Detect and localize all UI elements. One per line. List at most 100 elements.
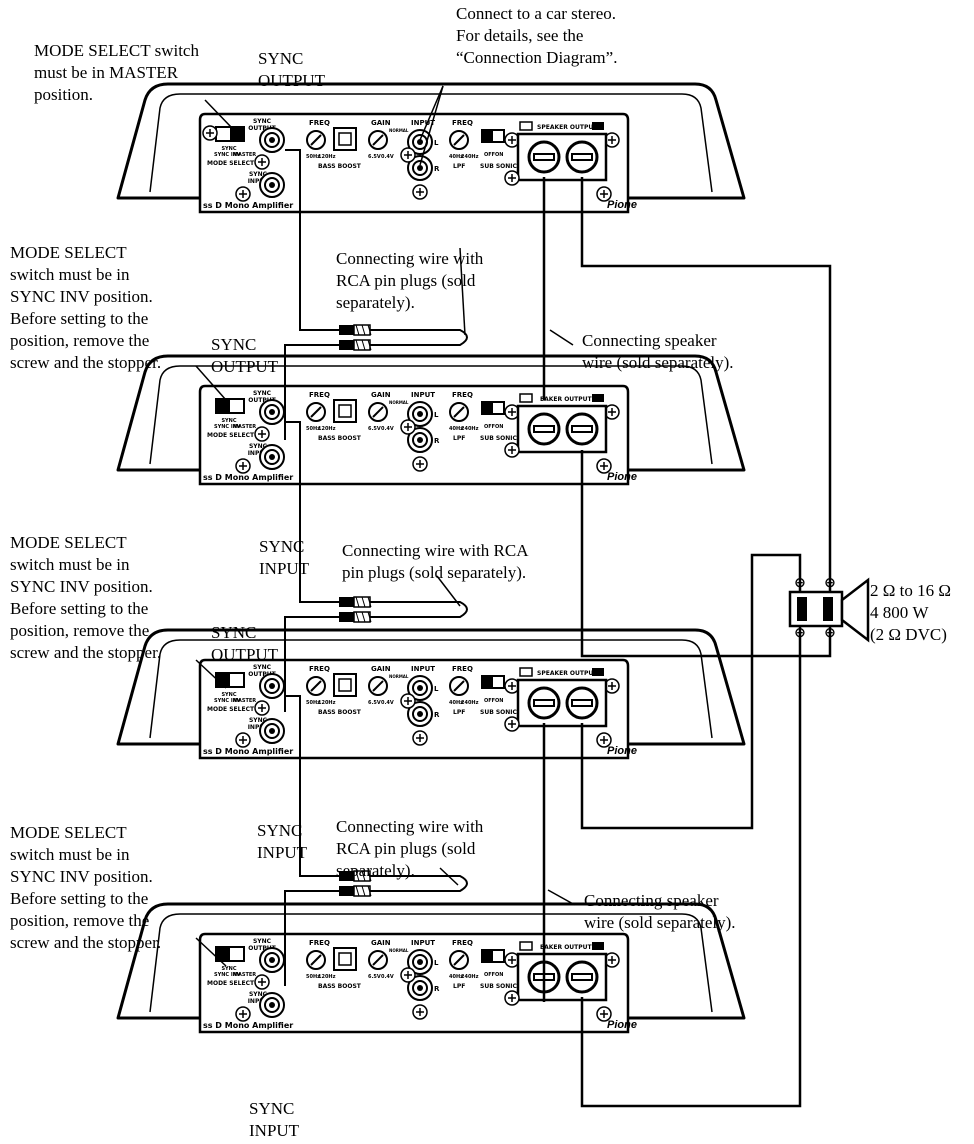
speaker-coil-a bbox=[797, 597, 807, 621]
lpf-freq-label: FREQ bbox=[452, 665, 473, 673]
mode-select-label: MODE SELECT bbox=[207, 432, 255, 439]
bass-boost-selector bbox=[333, 399, 357, 423]
bass-50hz-label: 50Hz bbox=[306, 426, 320, 432]
bass-boost-label: BASS BOOST bbox=[318, 163, 362, 170]
inv-2-leader bbox=[195, 659, 227, 689]
speaker-terminal-plus-1: ⊕ bbox=[824, 575, 836, 591]
note-connect-stereo: Connect to a car stereo. For details, se… bbox=[456, 4, 618, 67]
gain-min-label: 6.5V bbox=[368, 974, 381, 980]
input-l-jack-pin bbox=[417, 139, 423, 145]
model-label: ss D Mono Amplifier bbox=[203, 1021, 293, 1030]
rca-cable-2-plug-b-grip bbox=[355, 611, 372, 623]
bass-freq-label: FREQ bbox=[309, 391, 330, 399]
sync-output-jack-pin bbox=[269, 683, 275, 689]
speaker-minus-mark bbox=[519, 667, 533, 677]
sync-output-jack-ring bbox=[264, 404, 280, 420]
speaker-terminal-minus-3: ⊖ bbox=[824, 625, 836, 641]
speaker-plus-mark bbox=[592, 942, 604, 950]
model-label: ss D Mono Amplifier bbox=[203, 201, 293, 210]
speaker-terminal-minus-slot bbox=[533, 153, 555, 161]
sub-sonic-slider bbox=[482, 402, 493, 414]
sync-output-jack-pin bbox=[269, 409, 275, 415]
rca-2-leader bbox=[436, 575, 461, 607]
rca-cable-3-bottom bbox=[284, 890, 340, 986]
speaker-minus-mark bbox=[519, 941, 533, 951]
speaker-minus-mark bbox=[519, 393, 533, 403]
note-sync-input-4: SYNC INPUT bbox=[249, 1099, 300, 1140]
sync-input-jack-pin bbox=[269, 182, 275, 188]
input-r-jack-pin bbox=[417, 437, 423, 443]
sync-output-jack-ring bbox=[264, 132, 280, 148]
lpf-label: LPF bbox=[453, 709, 465, 716]
input-r-label: R bbox=[434, 165, 440, 173]
lpf-40hz-label: 40Hz bbox=[449, 154, 463, 160]
rca-cable-1-plug-a-grip bbox=[355, 324, 372, 336]
mode-sync-label: SYNC bbox=[221, 418, 236, 424]
speaker-wire-amp2-plus bbox=[580, 450, 832, 658]
rca-cable-2-loop bbox=[370, 601, 468, 618]
bass-freq-label: FREQ bbox=[309, 119, 330, 127]
speaker-plus-mark bbox=[592, 122, 604, 130]
bass-120hz-label: 120Hz bbox=[318, 700, 336, 706]
mode-sync-label: SYNC bbox=[221, 146, 236, 152]
gain-min-label: 6.5V bbox=[368, 426, 381, 432]
bass-boost-selector-inner bbox=[338, 404, 352, 418]
speaker-output-label: EAKER OUTPUT bbox=[540, 944, 593, 951]
sub-sonic-label: SUB SONIC bbox=[480, 435, 518, 442]
input-r-jack-ring bbox=[412, 980, 428, 996]
gain-knob-pointer bbox=[372, 680, 384, 692]
bass-120hz-label: 120Hz bbox=[318, 974, 336, 980]
speaker-output-label: SPEAKER OUTPUT bbox=[537, 670, 598, 677]
sub-sonic-off-label: OFF bbox=[484, 698, 495, 704]
gain-normal-label: NORMAL bbox=[389, 674, 409, 679]
bass-freq-knob-pointer bbox=[310, 406, 322, 418]
sub-sonic-label: SUB SONIC bbox=[480, 983, 518, 990]
bass-boost-label: BASS BOOST bbox=[318, 709, 362, 716]
sub-sonic-label: SUB SONIC bbox=[480, 709, 518, 716]
input-r-jack-ring bbox=[412, 706, 428, 722]
mode-sync-inv-label: SYNC INV bbox=[214, 698, 241, 704]
gain-max-label: 0.4V bbox=[381, 154, 394, 160]
lpf-240hz-label: 240Hz bbox=[461, 154, 479, 160]
model-label: ss D Mono Amplifier bbox=[203, 747, 293, 756]
input-r-label: R bbox=[434, 985, 440, 993]
sub-sonic-off-label: OFF bbox=[484, 972, 495, 978]
speaker-plus-mark bbox=[592, 394, 604, 402]
lpf-freq-label: FREQ bbox=[452, 119, 473, 127]
input-l-jack-ring bbox=[412, 954, 428, 970]
speaker-wire-3-leader bbox=[547, 889, 576, 906]
sync-output-jack-pin bbox=[269, 137, 275, 143]
sync-output-jack-ring bbox=[264, 952, 280, 968]
rca-cable-1-plug-b bbox=[339, 340, 355, 350]
model-label: ss D Mono Amplifier bbox=[203, 473, 293, 482]
bass-freq-label: FREQ bbox=[309, 665, 330, 673]
lpf-label: LPF bbox=[453, 163, 465, 170]
input-l-jack-pin bbox=[417, 411, 423, 417]
sync-input-label: SYNC bbox=[249, 443, 268, 450]
sub-sonic-on-label: ON bbox=[495, 424, 503, 430]
bass-120hz-label: 120Hz bbox=[318, 154, 336, 160]
sync-output-label: SYNC bbox=[253, 118, 272, 125]
bass-boost-selector bbox=[333, 947, 357, 971]
lpf-knob-pointer bbox=[453, 680, 465, 692]
rca-cable-2-plug-a-grip bbox=[355, 596, 372, 608]
gain-normal-label: NORMAL bbox=[389, 400, 409, 405]
sync-input-label: SYNC bbox=[249, 171, 268, 178]
mode-select-slider bbox=[230, 127, 244, 141]
rca-cable-1-loop bbox=[370, 329, 468, 346]
sync-input-jack-ring bbox=[264, 997, 280, 1013]
speaker-output-label: EAKER OUTPUT bbox=[540, 396, 593, 403]
note-sync-output-3: SYNC OUTPUT bbox=[211, 623, 279, 664]
speaker-cone bbox=[840, 577, 870, 643]
rca-cable-3-loop bbox=[370, 875, 468, 892]
mode-select-label: MODE SELECT bbox=[207, 160, 255, 167]
sync-input-jack-pin bbox=[269, 728, 275, 734]
rca-3-leader bbox=[439, 867, 459, 886]
lpf-40hz-label: 40Hz bbox=[449, 426, 463, 432]
gain-knob-pointer bbox=[372, 134, 384, 146]
lpf-freq-label: FREQ bbox=[452, 391, 473, 399]
input-l-jack-pin bbox=[417, 959, 423, 965]
bass-boost-label: BASS BOOST bbox=[318, 435, 362, 442]
